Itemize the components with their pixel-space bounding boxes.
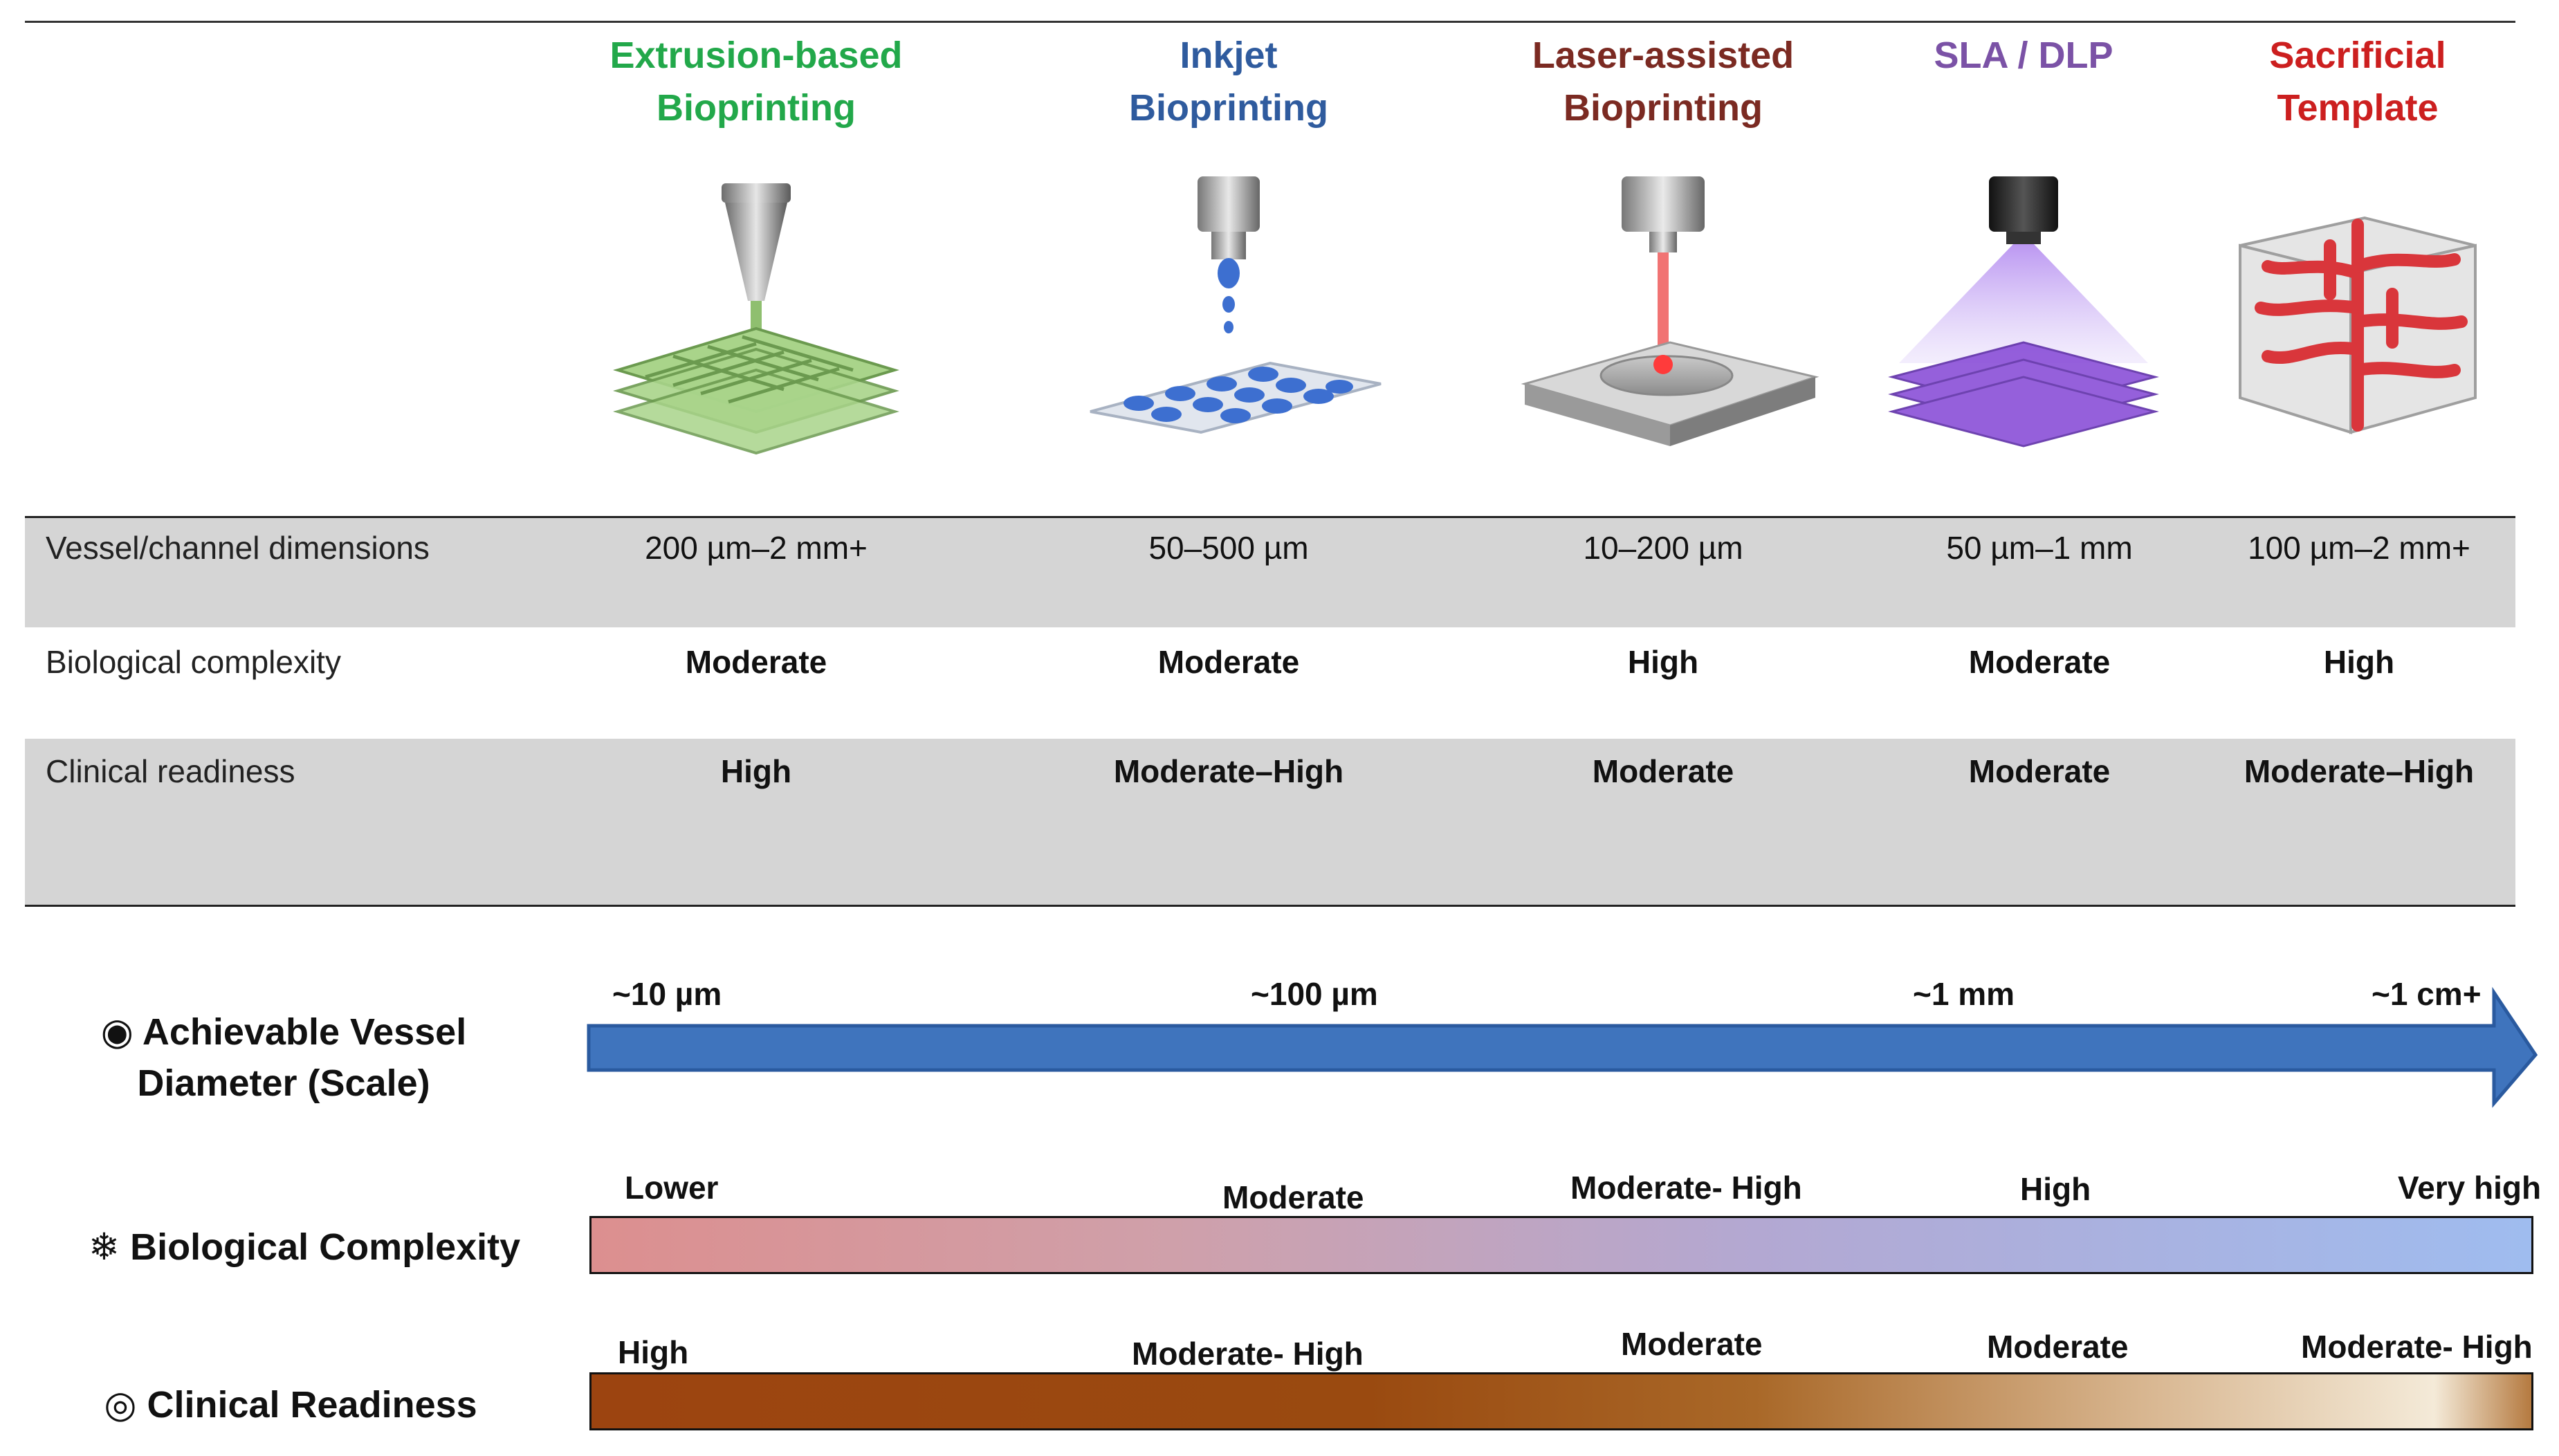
complexity-gradient-bar [589,1216,2533,1274]
top-rule [25,21,2515,23]
complexity-scale-label: ❄ Biological Complexity [88,1226,521,1268]
row-label-readiness: Clinical readiness [46,753,295,789]
cell-readiness-extrusion: High [720,753,792,789]
cell-complexity-laser: High [1627,644,1699,680]
readiness-gradient-bar [589,1372,2533,1430]
cell-readiness-inkjet: Moderate–High [1113,753,1344,789]
snowflake-icon: ❄ [88,1226,120,1268]
readiness-tick-moderate-high: Moderate- High [1132,1336,1364,1372]
row-band-dimensions [25,518,2515,627]
column-header-sla-dlp: SLA / DLP [1934,35,2113,76]
extrusion-printer-illustration [590,156,922,460]
cell-dimensions-sla-dlp: 50 µm–1 mm [1946,530,2133,566]
diameter-tick-1cm: ~1 cm+ [2372,976,2482,1012]
double-circle-icon: ◎ [104,1384,137,1426]
cell-dimensions-extrusion: 200 µm–2 mm+ [645,530,868,566]
target-icon: ◉ [100,1011,134,1053]
cell-dimensions-laser: 10–200 µm [1583,530,1743,566]
diameter-scale-label: ◉ Achievable Vessel Diameter (Scale) [100,1011,467,1104]
cell-complexity-sla-dlp: Moderate [1968,644,2111,680]
readiness-tick-high: High [618,1334,689,1370]
cell-complexity-extrusion: Moderate [685,644,827,680]
inkjet-printer-illustration [1063,156,1395,460]
diameter-tick-100um: ~100 µm [1251,976,1378,1012]
complexity-tick-high: High [2020,1171,2091,1207]
complexity-tick-very-high: Very high [2398,1170,2542,1206]
complexity-tick-moderate-high: Moderate- High [1570,1170,1802,1206]
complexity-tick-moderate: Moderate [1222,1179,1364,1215]
cell-dimensions-sacrificial: 100 µm–2 mm+ [2248,530,2470,566]
cell-dimensions-inkjet: 50–500 µm [1148,530,1309,566]
cell-complexity-inkjet: Moderate [1157,644,1300,680]
readiness-tick-moderate-high-2: Moderate- High [2301,1329,2533,1365]
table-rule-bottom [25,905,2515,907]
row-label-complexity: Biological complexity [46,644,341,680]
readiness-tick-moderate-1: Moderate [1621,1326,1763,1362]
readiness-scale-label: ◎ Clinical Readiness [104,1384,477,1426]
table-rule-top [25,516,2515,518]
sacrificial-template-illustration [2192,156,2524,460]
readiness-tick-moderate-2: Moderate [1987,1329,2129,1365]
sla-dlp-printer-illustration [1858,156,2190,460]
complexity-tick-lower: Lower [625,1170,719,1206]
row-band-readiness [25,739,2515,905]
cell-readiness-sla-dlp: Moderate [1968,753,2111,789]
cell-complexity-sacrificial: High [2323,644,2395,680]
cell-readiness-sacrificial: Moderate–High [2244,753,2475,789]
laser-printer-illustration [1497,156,1829,460]
diameter-tick-1mm: ~1 mm [1913,976,2015,1012]
diameter-arrow [587,986,2538,1108]
diameter-tick-10um: ~10 µm [612,976,722,1012]
row-label-dimensions: Vessel/channel dimensions [46,530,430,566]
cell-readiness-laser: Moderate [1592,753,1734,789]
